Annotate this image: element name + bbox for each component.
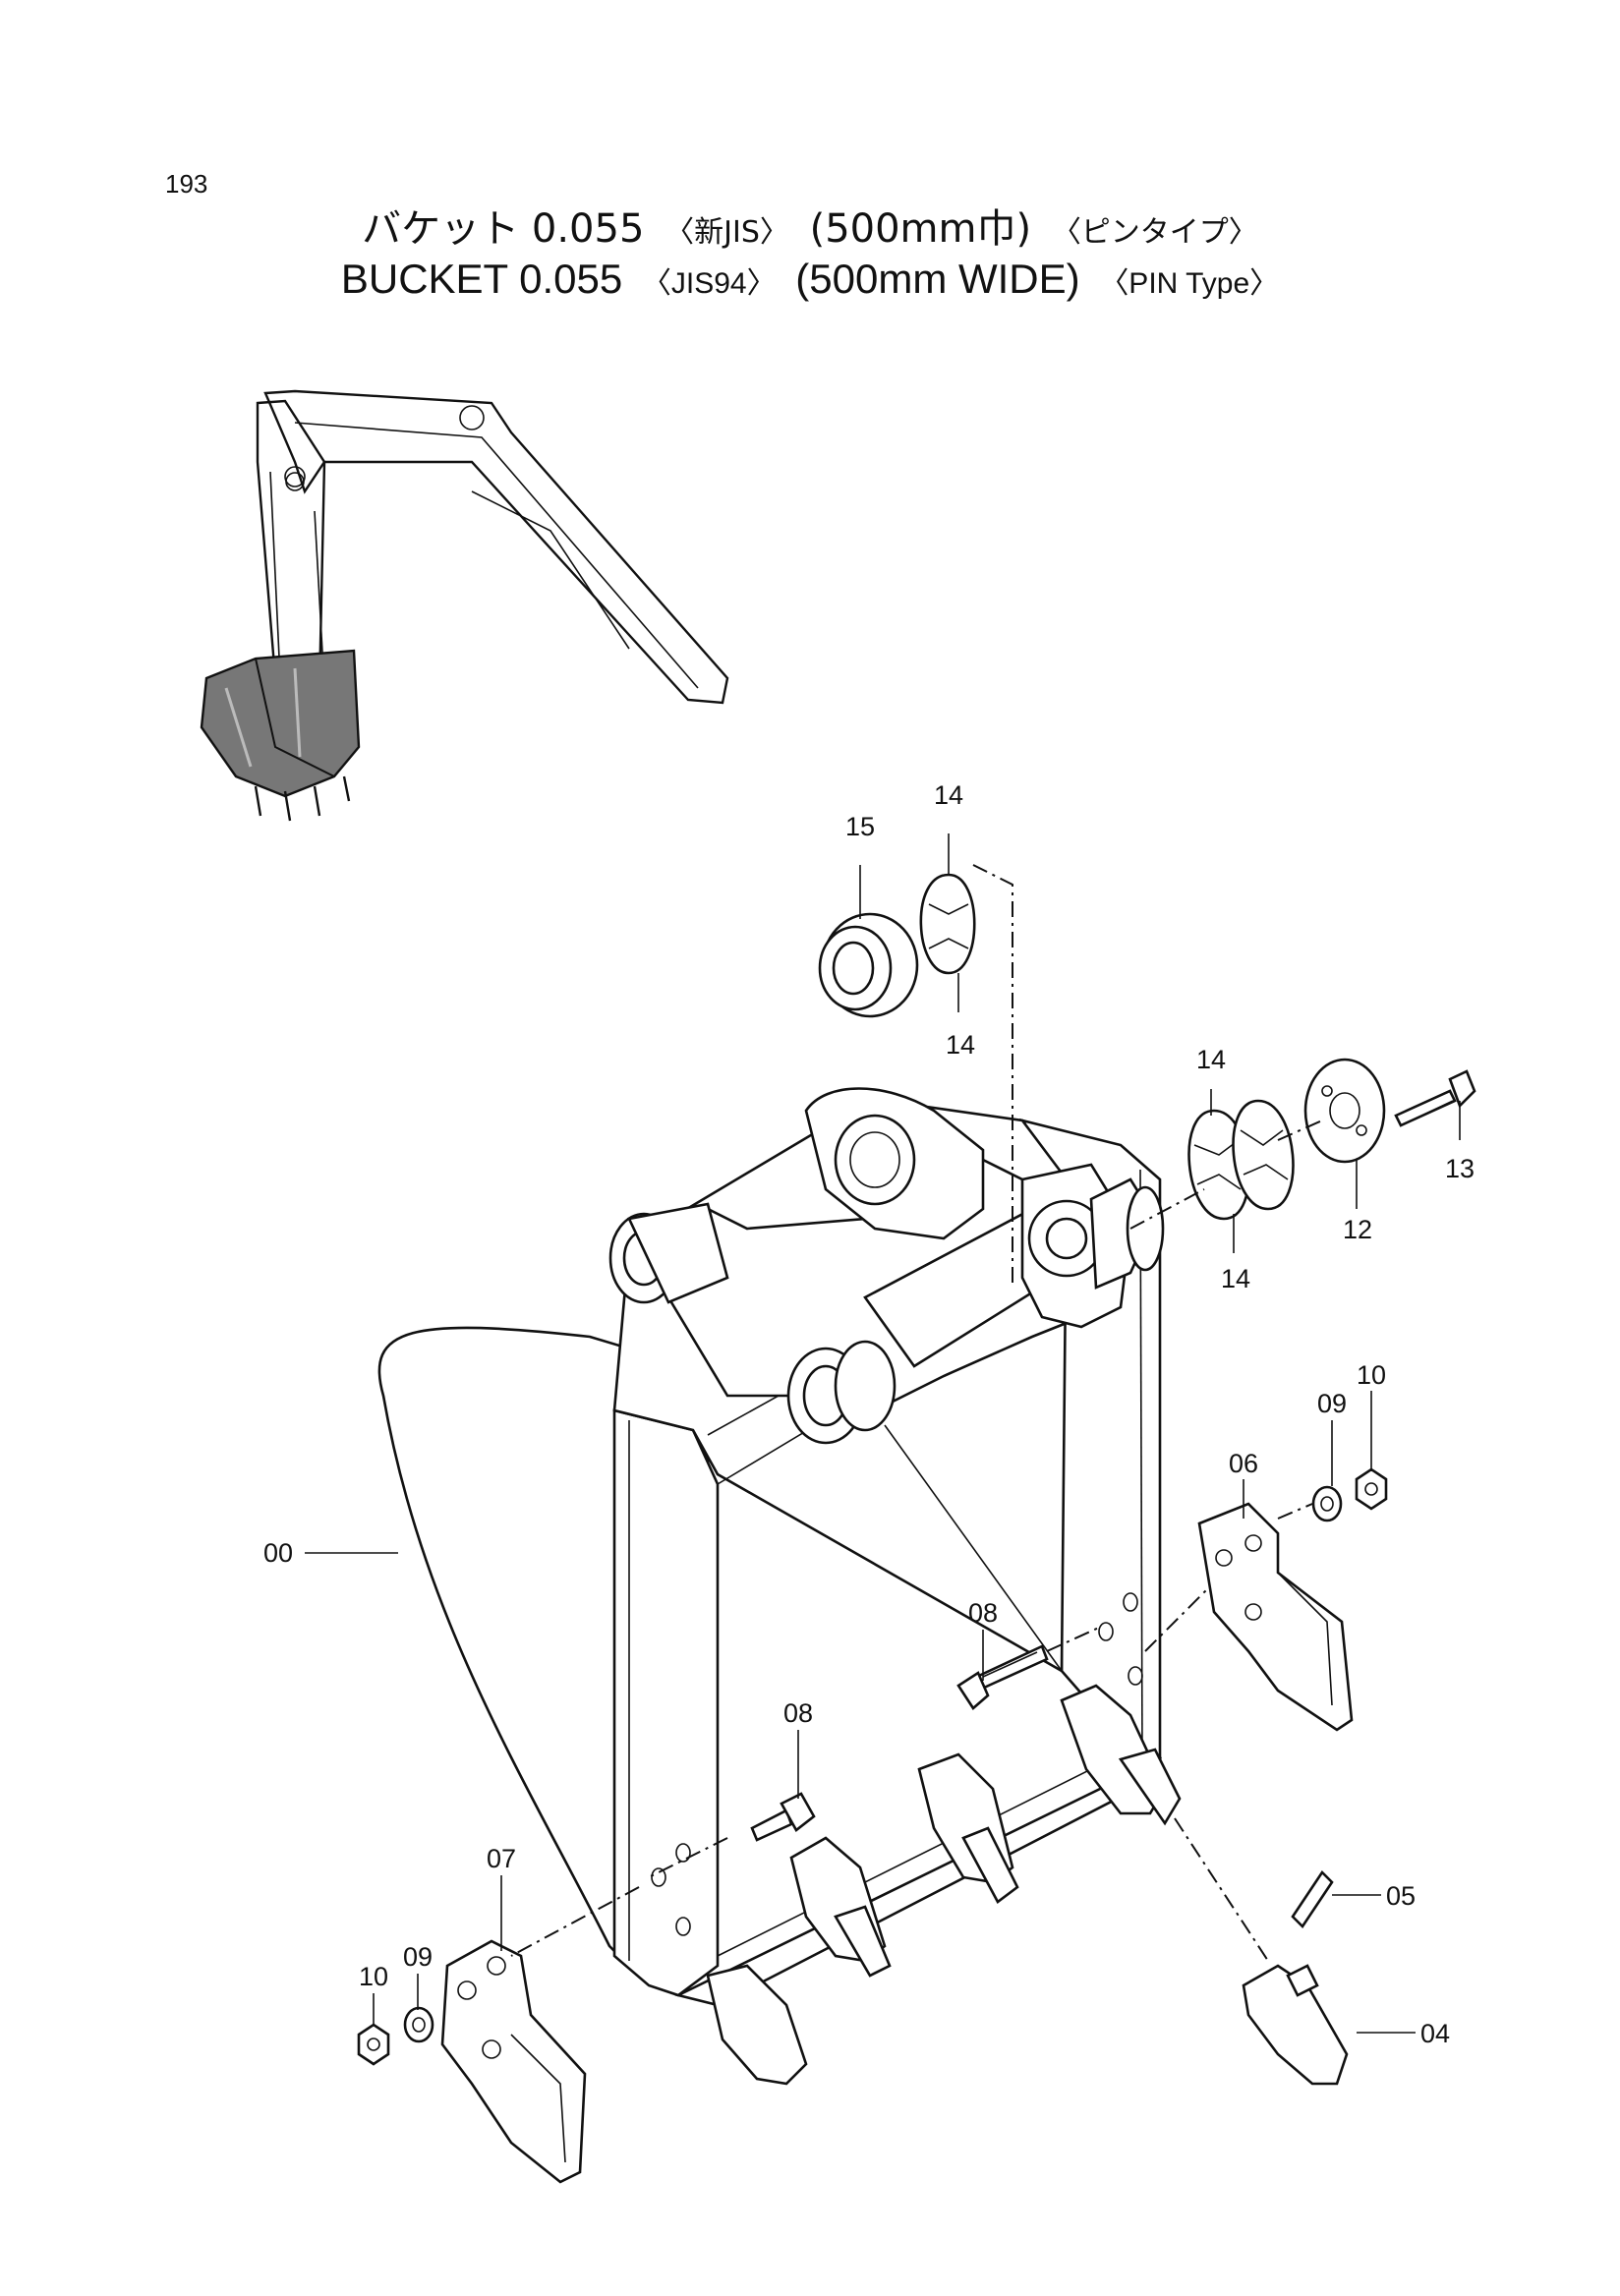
title-en-main: BUCKET 0.055: [340, 256, 623, 302]
callout-00: 00: [263, 1538, 293, 1568]
title-jp-standard: 〈新JIS〉: [665, 215, 789, 250]
part-15-bushing: [818, 912, 919, 1018]
title-japanese: バケット 0.055 〈新JIS〉 (500mm巾) 〈ピンタイプ〉: [0, 197, 1620, 254]
bucket-body: [377, 1087, 1165, 2007]
title-en-width: (500mm WIDE): [795, 256, 1080, 302]
part-12-plate: [1303, 1058, 1386, 1164]
title-en-type: 〈PIN Type〉: [1099, 267, 1280, 300]
callout-10-right: 10: [1357, 1360, 1386, 1390]
callout-14-right-upper: 14: [1196, 1045, 1226, 1074]
part-05-pin: [1291, 1869, 1334, 1929]
part-09-washer-left: [403, 2006, 434, 2043]
callout-09-left: 09: [403, 1942, 433, 1972]
part-07-side-cutter: [440, 1939, 587, 2184]
bucket-teeth: [706, 1684, 1182, 2086]
page-number: 193: [165, 169, 208, 199]
part-14-shim-upper: [919, 873, 976, 975]
bucket-thumbnail: [200, 649, 361, 822]
callout-08-left: 08: [783, 1698, 813, 1728]
title-jp-width: (500mm巾): [809, 206, 1032, 252]
callout-14-mid: 14: [946, 1030, 975, 1060]
callout-08-right: 08: [968, 1598, 998, 1628]
callout-06: 06: [1229, 1449, 1258, 1478]
callout-07: 07: [487, 1844, 516, 1873]
callout-13: 13: [1445, 1154, 1475, 1183]
part-13-bolt: [1394, 1069, 1476, 1127]
part-08-bolt-left: [750, 1792, 816, 1842]
callout-14-right-lower: 14: [1221, 1264, 1250, 1293]
part-04-tooth: [1242, 1964, 1349, 2086]
callout-14-top: 14: [934, 780, 963, 810]
part-09-washer-right: [1311, 1485, 1343, 1522]
title-jp-type: 〈ピンタイプ〉: [1051, 215, 1258, 250]
part-10-nut-left: [357, 2023, 390, 2066]
title-en-standard: 〈JIS94〉: [641, 267, 777, 300]
part-10-nut-right: [1355, 1467, 1388, 1511]
callout-10-left: 10: [359, 1962, 388, 1991]
callout-15: 15: [845, 812, 875, 841]
part-08-bolt-right: [956, 1644, 1049, 1710]
part-14-shims-right: [1187, 1099, 1295, 1221]
callout-12: 12: [1343, 1215, 1372, 1244]
callout-05: 05: [1386, 1881, 1416, 1911]
title-english: BUCKET 0.055 〈JIS94〉 (500mm WIDE) 〈PIN T…: [0, 256, 1620, 303]
assembly-lines: [510, 864, 1323, 1962]
part-06-side-cutter: [1197, 1502, 1354, 1732]
callout-04: 04: [1420, 2019, 1450, 2048]
title-jp-main: バケット 0.055: [362, 206, 645, 252]
leader-lines: [305, 833, 1461, 2034]
excavator-arm-thumbnail: [200, 389, 729, 822]
callout-09-right: 09: [1317, 1389, 1347, 1418]
callout-labels: 00 04 05 06 07 08 08 09 09 10 10 12 13 1…: [263, 780, 1475, 2048]
